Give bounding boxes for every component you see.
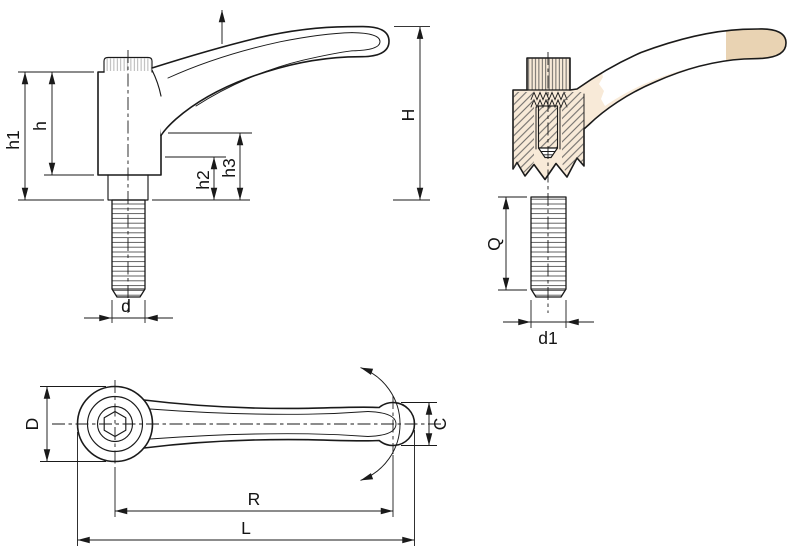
lever-boss-outline xyxy=(97,71,162,176)
dim-label-R: R xyxy=(248,489,261,509)
top-view-part xyxy=(52,367,446,481)
handle-ridge-lower xyxy=(195,50,353,107)
top-handle-outline xyxy=(143,399,416,449)
handle-outline xyxy=(151,25,390,137)
top-handle-inner-lower xyxy=(149,433,369,440)
dim-label-C: C xyxy=(430,418,450,431)
section-hatch-right xyxy=(562,92,584,176)
section-body-outline xyxy=(512,28,787,181)
dim-label-Q: Q xyxy=(484,237,504,251)
dim-label-H: H xyxy=(398,109,418,122)
dim-label-h3: h3 xyxy=(219,158,239,177)
top-handle-inner-upper xyxy=(149,408,369,415)
section-threaded-stud xyxy=(530,196,567,298)
top-view: D C R L xyxy=(22,367,450,546)
section-view-part xyxy=(512,28,787,313)
section-view: Q d1 xyxy=(484,28,787,348)
dim-label-d: d xyxy=(121,296,131,316)
section-hatch-left xyxy=(513,92,534,175)
top-view-dimensions: D C R L xyxy=(22,386,450,546)
dim-label-L: L xyxy=(241,518,251,538)
front-view-part xyxy=(97,10,390,313)
front-view-dimensions: h1 h h2 h3 H d xyxy=(3,26,430,323)
dim-label-d1: d1 xyxy=(538,328,557,348)
dim-label-h2: h2 xyxy=(193,170,213,189)
threaded-stud xyxy=(111,199,146,298)
section-tip-fill xyxy=(726,28,786,61)
handle-tip-inner-contour xyxy=(351,32,381,52)
top-tip-inner-contour xyxy=(367,411,397,437)
knurled-cap xyxy=(527,58,570,90)
handle-ridge-upper xyxy=(167,32,353,79)
handle-root-line xyxy=(151,69,162,97)
rotation-arrow xyxy=(360,367,401,481)
dim-label-h1: h1 xyxy=(3,130,23,149)
dim-label-h: h xyxy=(30,121,50,131)
section-view-dimensions: Q d1 xyxy=(484,196,594,348)
section-handle-highlight xyxy=(599,31,726,107)
cap-knurling xyxy=(105,58,151,71)
dim-label-D: D xyxy=(22,418,42,431)
front-view: h1 h h2 h3 H d xyxy=(3,10,430,323)
serration-teeth-upper xyxy=(530,91,568,101)
